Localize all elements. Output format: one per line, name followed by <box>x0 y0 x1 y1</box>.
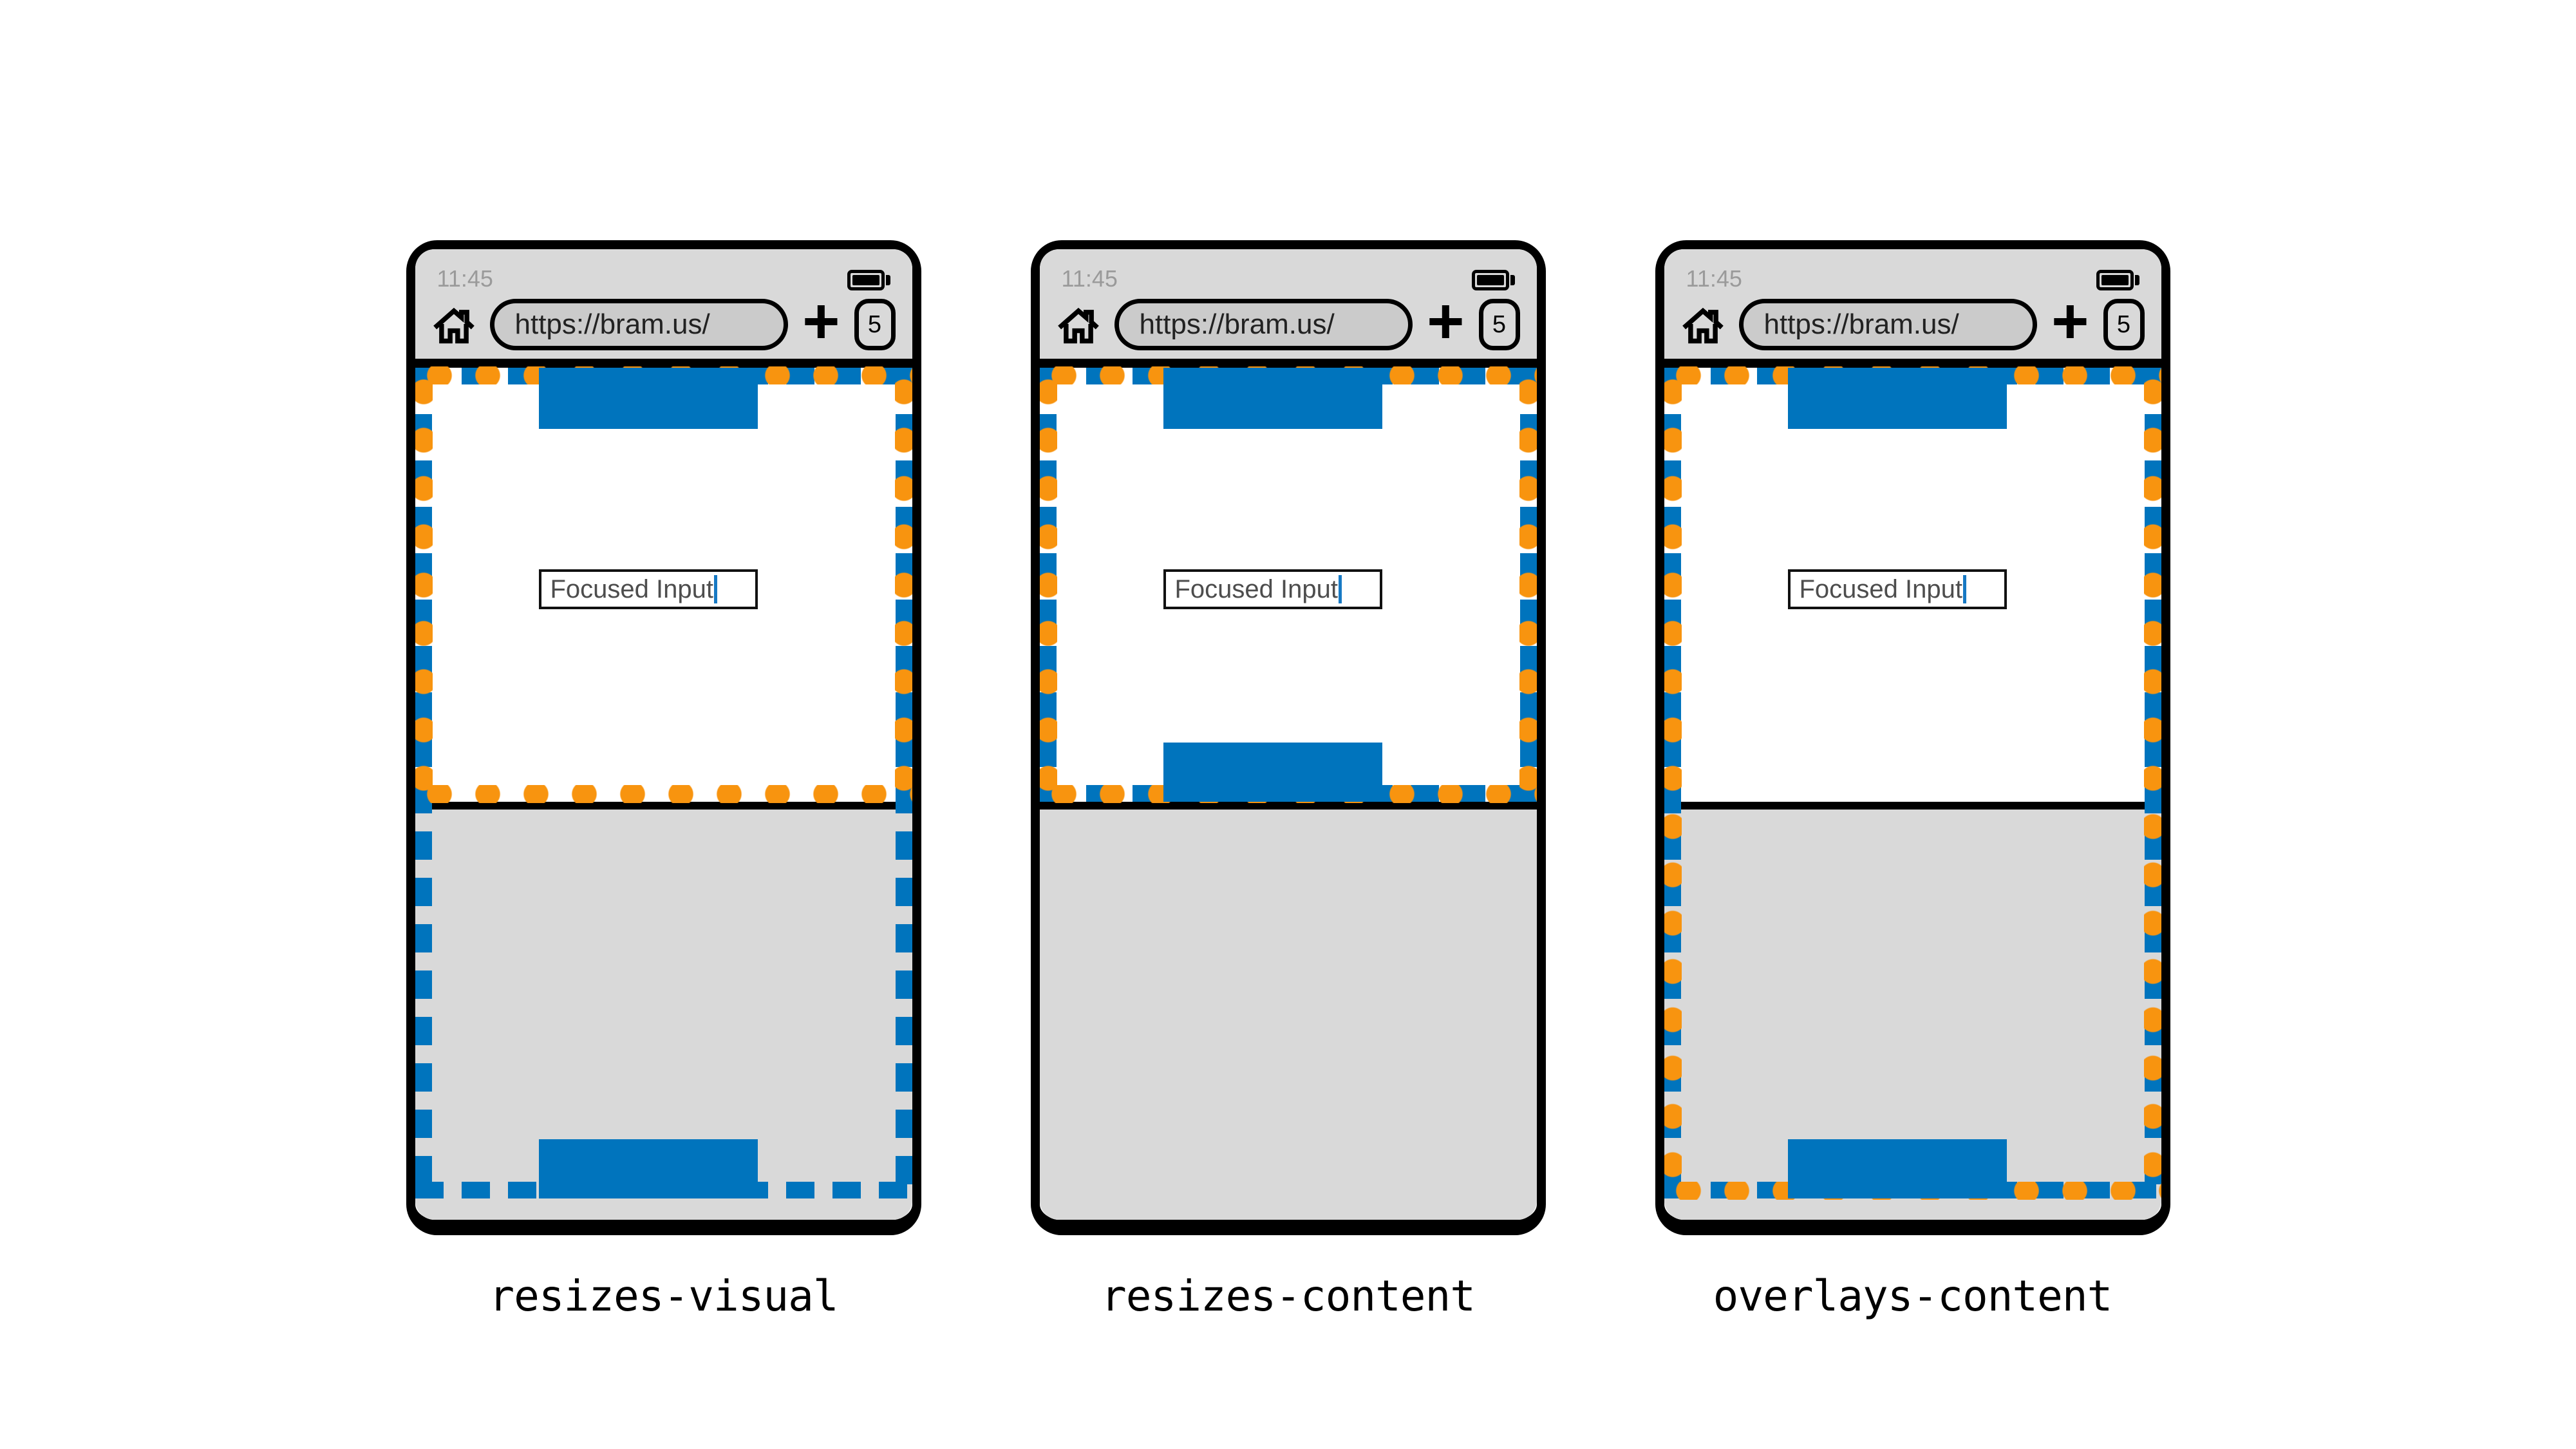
visual-viewport-edge-right <box>894 368 912 802</box>
visual-viewport-edge-left <box>1039 368 1057 802</box>
layout-viewport-edge-left <box>1039 368 1057 802</box>
url-bar[interactable]: https://bram.us/ <box>1114 299 1413 350</box>
status-time: 11:45 <box>437 265 493 292</box>
page-content: Focused Input <box>415 366 912 1220</box>
tab-count: 5 <box>1492 310 1507 338</box>
keyboard-top-line <box>415 802 912 810</box>
battery-fill <box>1476 275 1504 285</box>
status-bar: 11:45 <box>1040 249 1537 290</box>
visual-viewport-edge-bottom <box>415 785 912 803</box>
tab-count: 5 <box>2116 310 2131 338</box>
new-tab-icon[interactable]: + <box>802 285 840 357</box>
battery-nub <box>885 275 890 285</box>
focused-input[interactable]: Focused Input <box>538 569 758 609</box>
keyboard-top-line <box>1664 802 2161 810</box>
phone-column: 11:45 h <box>1655 240 2170 1321</box>
layout-viewport-edge-right <box>1519 368 1537 802</box>
visual-viewport-edge-right <box>1519 368 1537 802</box>
text-caret <box>714 575 717 603</box>
tab-counter[interactable]: 5 <box>1478 299 1520 350</box>
battery-icon <box>847 270 890 290</box>
page-header <box>1787 368 2007 429</box>
phone-label: resizes-content <box>1100 1271 1476 1321</box>
url-text: https://bram.us/ <box>1763 308 1959 340</box>
focused-input[interactable]: Focused Input <box>1787 569 2007 609</box>
page-footer <box>1787 1139 2007 1198</box>
page-content: Focused Input <box>1039 366 1537 1220</box>
battery-body <box>1471 270 1509 290</box>
toolbar-divider <box>1039 359 1537 368</box>
battery-icon <box>1471 270 1515 290</box>
phone-screen: 11:45 h <box>1664 249 2161 1220</box>
url-row: https://bram.us/ + 5 <box>1664 285 2161 359</box>
url-text: https://bram.us/ <box>1139 308 1335 340</box>
url-row: https://bram.us/ + 5 <box>1040 285 1537 359</box>
home-icon[interactable] <box>1681 303 1725 346</box>
status-bar: 11:45 <box>1664 249 2161 290</box>
page-footer <box>1163 743 1382 802</box>
phone-mockup: 11:45 h <box>406 240 921 1235</box>
status-time: 11:45 <box>1686 265 1742 292</box>
page-content: Focused Input <box>1664 366 2161 1220</box>
phone-label: overlays-content <box>1713 1271 2113 1321</box>
phone-screen: 11:45 h <box>1039 249 1537 1220</box>
page-footer <box>538 1139 758 1198</box>
tab-counter[interactable]: 5 <box>854 299 896 350</box>
battery-body <box>2096 270 2134 290</box>
new-tab-icon[interactable]: + <box>1427 285 1465 357</box>
status-bar: 11:45 <box>415 249 912 290</box>
url-bar[interactable]: https://bram.us/ <box>489 299 789 350</box>
phone-screen: 11:45 h <box>415 249 912 1220</box>
url-text: https://bram.us/ <box>514 308 710 340</box>
phone-column: 11:45 h <box>1030 240 1546 1321</box>
phone-label: resizes-visual <box>489 1271 838 1321</box>
focused-input-value: Focused Input <box>550 574 714 603</box>
battery-body <box>847 270 885 290</box>
phone-mockup: 11:45 h <box>1030 240 1546 1235</box>
visual-viewport-edge-left <box>415 368 433 802</box>
battery-fill <box>852 275 879 285</box>
page-header <box>1163 368 1382 429</box>
virtual-keyboard <box>1039 810 1537 1220</box>
new-tab-icon[interactable]: + <box>2051 285 2089 357</box>
focused-input-value: Focused Input <box>1174 574 1339 603</box>
phone-column: 11:45 h <box>406 240 921 1321</box>
focused-input-value: Focused Input <box>1799 574 1963 603</box>
url-row: https://bram.us/ + 5 <box>415 285 912 359</box>
toolbar-divider <box>1664 359 2161 368</box>
phones-row: 11:45 h <box>406 240 2170 1321</box>
toolbar-divider <box>415 359 912 368</box>
url-bar[interactable]: https://bram.us/ <box>1738 299 2038 350</box>
battery-fill <box>2101 275 2129 285</box>
tab-count: 5 <box>867 310 882 338</box>
home-icon[interactable] <box>1057 303 1100 346</box>
page-header <box>538 368 758 429</box>
keyboard-top-line <box>1039 802 1537 810</box>
battery-nub <box>1510 275 1515 285</box>
browser-toolbar: 11:45 h <box>415 249 912 359</box>
text-caret <box>1339 575 1342 603</box>
phone-mockup: 11:45 h <box>1655 240 2170 1235</box>
focused-input[interactable]: Focused Input <box>1163 569 1382 609</box>
battery-icon <box>2096 270 2139 290</box>
battery-nub <box>2134 275 2139 285</box>
status-time: 11:45 <box>1061 265 1118 292</box>
browser-toolbar: 11:45 h <box>1039 249 1537 359</box>
text-caret <box>1963 575 1966 603</box>
browser-toolbar: 11:45 h <box>1664 249 2161 359</box>
tab-counter[interactable]: 5 <box>2103 299 2145 350</box>
home-icon[interactable] <box>432 303 476 346</box>
